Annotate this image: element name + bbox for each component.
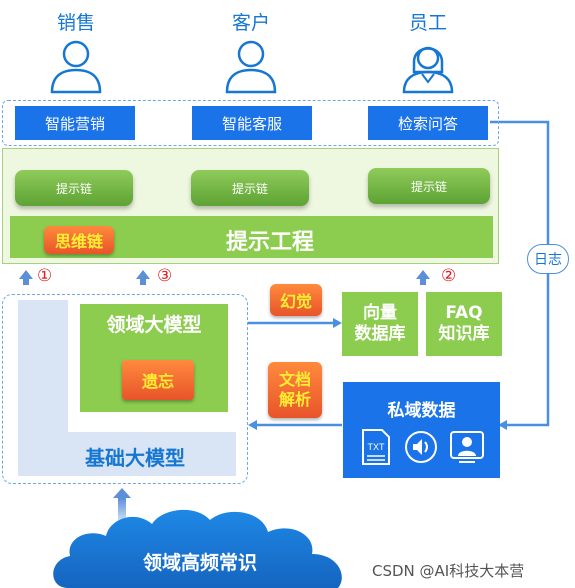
up-arrow-three (136, 270, 150, 285)
faq-kb-card: FAQ 知识库 (426, 292, 502, 356)
apps-row-container (2, 100, 499, 146)
vector-db-card: 向量 数据库 (342, 292, 418, 356)
vector-db-line1: 向量 (363, 303, 397, 323)
thinking-chain-tag: 思维链 (44, 226, 114, 254)
private-data-title: 私域数据 (387, 401, 456, 421)
cloud-label: 领域高频常识 (142, 552, 257, 574)
search-qa-button[interactable]: 检索问答 (368, 106, 488, 140)
domain-model-label: 领域大模型 (106, 314, 202, 336)
domain-to-vector-arrowhead (333, 318, 342, 328)
cloud-shape (53, 509, 342, 588)
prompt-chain-2: 提示链 (191, 170, 309, 206)
up-arrow-two (416, 270, 430, 285)
customer-user-icon (225, 40, 277, 94)
role-label-sales: 销售 (56, 12, 95, 34)
prompt-chain-3: 提示链 (368, 168, 490, 204)
video-icon (450, 431, 484, 463)
marker-one: ① (37, 266, 53, 286)
marker-three: ③ (157, 266, 173, 286)
base-model-label: 基础大模型 (85, 446, 185, 470)
base-model-bottom-strip (18, 432, 236, 476)
employee-user-icon (402, 46, 454, 94)
faq-kb-line1: FAQ (445, 303, 483, 323)
smart-service-button[interactable]: 智能客服 (192, 106, 312, 140)
role-label-employee: 员工 (408, 12, 447, 34)
watermark-text: CSDN @AI科技大本营 (372, 562, 525, 580)
audio-icon (405, 431, 437, 463)
doc-parse-tag: 文档 解析 (268, 362, 322, 418)
marker-two: ② (441, 266, 457, 286)
prompt-engineering-title: 提示工程 (225, 230, 314, 255)
role-label-customer: 客户 (231, 12, 270, 34)
faq-kb-line2: 知识库 (438, 324, 490, 344)
txt-file-icon: TXT (362, 429, 390, 465)
vector-db-line2: 数据库 (354, 324, 406, 344)
forget-tag: 遗忘 (122, 360, 194, 400)
sales-user-icon (50, 40, 102, 94)
up-arrow-one (19, 270, 33, 285)
private-to-base-arrowhead (248, 420, 257, 430)
doc-parse-line1: 文档 (278, 370, 311, 389)
log-arrowhead (498, 420, 507, 430)
model-area-container (2, 294, 248, 484)
hallucination-tag: 幻觉 (270, 284, 322, 316)
cloud-up-arrow (113, 488, 131, 520)
txt-icon-label: TXT (368, 442, 386, 452)
log-label: 日志 (527, 244, 569, 274)
doc-parse-line2: 解析 (278, 390, 311, 409)
prompt-chain-1: 提示链 (15, 170, 133, 206)
smart-marketing-button[interactable]: 智能营销 (15, 106, 135, 140)
